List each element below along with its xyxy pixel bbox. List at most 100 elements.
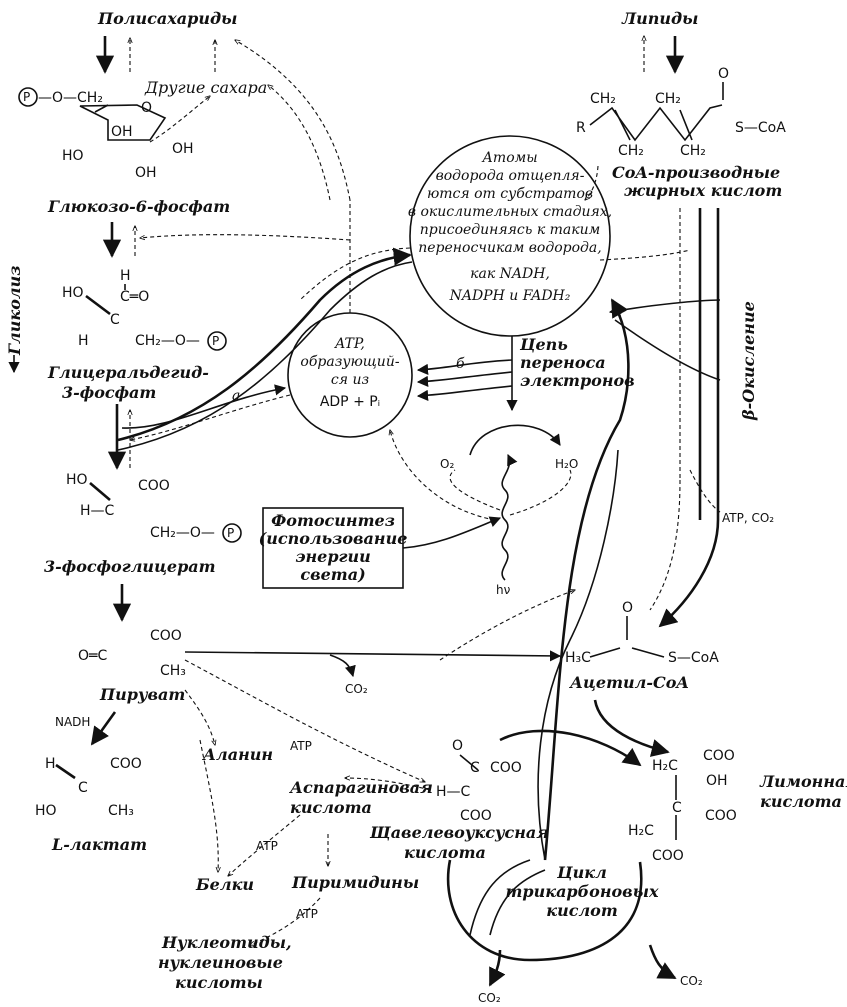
acetyl-h3c: H₃C bbox=[565, 650, 591, 666]
beta-ox-hydrogen-arrow-2 bbox=[614, 319, 721, 381]
co2-label-3: CO₂ bbox=[680, 974, 703, 988]
lactate-ch3: CH₃ bbox=[108, 803, 134, 819]
ring-ho: HO bbox=[62, 148, 84, 164]
lactate-coo: COO bbox=[110, 756, 142, 772]
tca-label-line2: трикарбоновых bbox=[505, 882, 658, 901]
photosynthesis-label-line4: света) bbox=[300, 565, 365, 584]
label-b: б bbox=[456, 356, 465, 372]
atp-label-2: ATP bbox=[256, 839, 278, 853]
citrate-oh: OH bbox=[706, 773, 728, 789]
oxygen-label: O₂ bbox=[440, 457, 454, 471]
citrate-h2c-1: H₂C bbox=[652, 758, 678, 774]
atp-to-polysaccharides-arrow bbox=[235, 40, 351, 201]
acetylcoa-label: Ацетил-CoA bbox=[569, 673, 689, 692]
pg3-label: 3-фосфоглицерат bbox=[44, 557, 216, 576]
pyruvate-ch3: CH₃ bbox=[160, 663, 186, 679]
beta-ox-to-acetylcoa-arrow bbox=[658, 519, 720, 628]
tca-label-line1: Цикл bbox=[556, 863, 607, 882]
hydrogen-circle-carrier-2: NADPH и FADH₂ bbox=[449, 288, 571, 304]
pyruvate-to-oxaloacetate-arrow bbox=[184, 659, 425, 782]
glycolysis-to-hydrogen-line bbox=[117, 261, 413, 451]
hydrogen-circle-line4: в окислительных стадиях, bbox=[408, 204, 612, 220]
citric-label-line1: Лимонная bbox=[759, 772, 847, 791]
beta-ox-dashed-connector bbox=[599, 249, 691, 261]
alanine-to-proteins-arrow bbox=[199, 739, 218, 872]
oxaloacetate-label-line2: кислота bbox=[404, 843, 486, 862]
lactate-wedge-bond bbox=[55, 763, 76, 780]
co2-label-2: CO₂ bbox=[478, 991, 501, 1005]
fa-s-coa: S—CoA bbox=[735, 120, 786, 136]
lactate-h: H bbox=[45, 756, 56, 772]
nucleotides-label-line2: нуклеиновые bbox=[158, 953, 283, 972]
light-wavy-arrow bbox=[501, 453, 518, 581]
tca-to-hydrogen-arrow bbox=[543, 298, 630, 861]
glycolysis-to-hydrogen-arrow bbox=[117, 247, 412, 442]
pg3-h-c: H—C bbox=[80, 503, 115, 519]
light-to-atp-dashed-arrow bbox=[390, 430, 496, 521]
aspartate-label-line2: кислота bbox=[290, 798, 372, 817]
lactate-c: C bbox=[78, 780, 88, 796]
label-a: а bbox=[232, 388, 240, 404]
atp-to-other-sugars-arrow bbox=[268, 85, 331, 201]
glucose-o-ch2-group: —O—CH₂ bbox=[38, 90, 103, 106]
acetyl-s-coa: S—CoA bbox=[668, 650, 719, 666]
pyruvate-to-lactate-arrow bbox=[90, 711, 117, 746]
pg3-phosphate-circle bbox=[222, 523, 242, 543]
fa-carbonyl-o: O bbox=[718, 66, 729, 82]
tca-to-atp-dashed-arrow bbox=[439, 590, 575, 661]
g3p-label-line1: Глицеральдегид- bbox=[47, 363, 209, 382]
etc-label-line3: электронов bbox=[520, 371, 635, 390]
oxaloacetate-label-line1: Щавелевоуксусная bbox=[369, 823, 549, 842]
glucose-to-other-sugars-arrow bbox=[149, 96, 210, 143]
pyruvate-coo: COO bbox=[150, 628, 182, 644]
oxaloacetate-to-aspartate-arrow bbox=[345, 778, 431, 791]
tca-to-hydrogen-line bbox=[537, 449, 619, 861]
coa-derivatives-line1: CoA-производные bbox=[612, 163, 780, 182]
fa-ch2-1: CH₂ bbox=[590, 91, 616, 107]
atp-co2-dashed-line bbox=[689, 469, 721, 513]
fa-cross-2 bbox=[679, 109, 693, 141]
hydrogen-atoms-circle bbox=[409, 135, 611, 337]
pg3-coo: COO bbox=[138, 478, 170, 494]
phosphate-circle bbox=[18, 87, 38, 107]
glycolysis-label: Гликолиз bbox=[5, 266, 24, 356]
atp-label-3: ATP bbox=[296, 907, 318, 921]
lactate-label: L-лактат bbox=[51, 835, 147, 854]
phosphate-symbol: P bbox=[23, 90, 30, 104]
atp-circle-line3: ся из bbox=[331, 372, 369, 388]
oaa-o: O bbox=[452, 738, 463, 754]
ring-oh-2: OH bbox=[172, 141, 194, 157]
glucose6p-label: Глюкозо-6-фосфат bbox=[47, 197, 230, 216]
coa-derivatives-line2: жирных кислот bbox=[624, 181, 782, 200]
etc-label-line1: Цепь bbox=[519, 335, 568, 354]
oaa-double-bond bbox=[459, 754, 479, 771]
photosynthesis-label-line2: (использование bbox=[259, 529, 408, 548]
photosynthesis-to-light-arrow bbox=[402, 516, 502, 549]
pyruvate-label: Пируват bbox=[99, 685, 185, 704]
citrate-c: C bbox=[672, 800, 682, 816]
g3p-ho: HO bbox=[62, 285, 84, 301]
atp-to-glycolysis-dashed-arrow bbox=[130, 394, 291, 440]
pg3-ch2-o: CH₂—O— bbox=[150, 525, 215, 541]
atp-label-1: ATP bbox=[290, 739, 312, 753]
alanine-label: Аланин bbox=[202, 745, 273, 764]
etc-atp-arrow-3 bbox=[416, 385, 513, 401]
pyruvate-o-c: O═C bbox=[78, 648, 107, 664]
fa-to-hydrogen-dashed-arrow bbox=[585, 165, 599, 200]
glycolysis-atp-arrow-a bbox=[121, 384, 287, 429]
ring-oh-3: OH bbox=[135, 165, 157, 181]
oaa-h-c: H—C bbox=[436, 784, 471, 800]
pyruvate-co2-arrow bbox=[329, 654, 356, 678]
hydrogen-circle-carrier-1: как NADH, bbox=[470, 266, 550, 282]
g3p-phosphate-symbol: P bbox=[212, 334, 219, 348]
g3p-label-line2: 3-фосфат bbox=[62, 383, 156, 402]
beta-ox-hydrogen-arrow-1 bbox=[608, 299, 721, 316]
oxygen-to-water-arrow bbox=[469, 424, 561, 456]
oaa-coo-1: COO bbox=[490, 760, 522, 776]
lipids-label: Липиды bbox=[621, 9, 698, 28]
citrate-h2c-2: H₂C bbox=[628, 823, 654, 839]
proteins-label: Белки bbox=[195, 875, 254, 894]
g3p-phosphate-circle bbox=[207, 331, 227, 351]
fa-ch2-2: CH₂ bbox=[655, 91, 681, 107]
